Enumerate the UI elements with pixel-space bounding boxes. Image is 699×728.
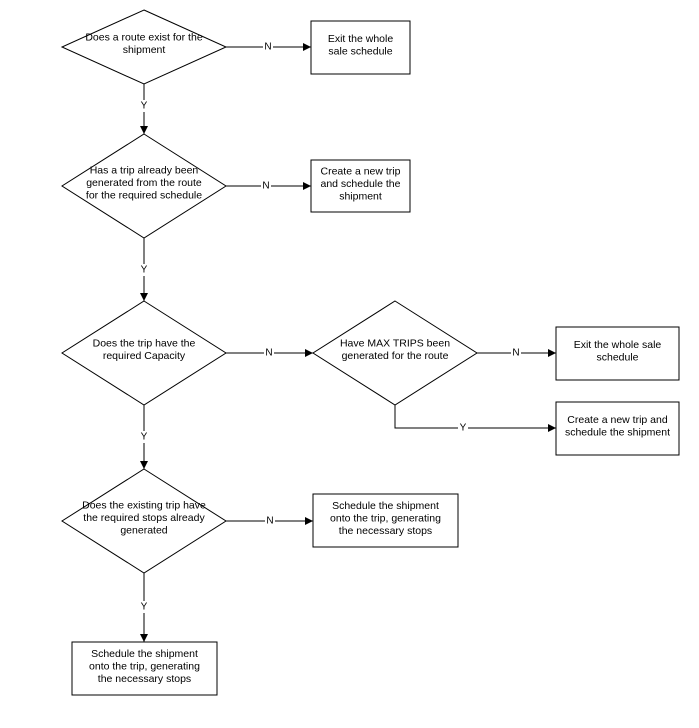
process-text-line: onto the trip, generating [330,512,441,524]
connector-route-to-exit1: N [226,41,311,53]
process-box [310,159,411,213]
edge-label: N [512,348,519,359]
edge-label-background [264,347,274,359]
edge-label: Y [141,602,148,613]
process-text-line: shipment [339,190,382,202]
process-box [71,641,218,696]
edge-label-background [265,515,275,527]
decision-diamond [61,300,227,406]
edge-label: Y [141,265,148,276]
edge-label-background [263,41,273,53]
edge-label: N [262,181,269,192]
decision-diamond [60,9,228,85]
decision-text-line: the required stops already [83,512,205,524]
edge-label-background [458,422,468,434]
edge-label: Y [460,423,467,434]
process-box [310,20,411,75]
decision-text-line: generated for the route [342,350,449,362]
process-text-line: Exit the whole sale [574,339,662,351]
edge-label: N [264,42,271,53]
connector-capacity-to-stops: Y [139,405,149,469]
edge-label-background [139,431,149,443]
decision-text-line: Have MAX TRIPS been [340,338,450,350]
decision-text-line: for the required schedule [86,189,202,201]
connector-maxtrips-to-newtrip2: Y [394,405,556,434]
connector-trip-to-capacity: Y [139,238,149,301]
decision-text-line: shipment [123,44,166,56]
connector-route-to-trip: Y [139,84,149,134]
edge-label: N [265,348,272,359]
connectors: N Y N Y N N Y Y N Y [139,41,556,642]
process-text-line: the necessary stops [339,525,432,537]
process-text-line: Create a new trip [321,165,401,177]
decision-diamond [61,468,227,574]
process-text-line: schedule [596,352,638,364]
process-text-line: sale schedule [328,46,392,58]
connector-stops-to-sched1: N [226,515,313,527]
process-box [555,326,680,381]
edge-label-background [139,100,149,112]
decision-text-line: Does a route exist for the [85,32,202,44]
decision-text-line: generated from the route [86,177,202,189]
edge-label-background [139,601,149,613]
edge-label-background [511,347,521,359]
edge-label-background [139,264,149,276]
edge-label: Y [141,101,148,112]
process-text-line: Exit the whole [328,33,394,45]
process-box [555,401,680,456]
process-text-line: and schedule the [321,178,401,190]
arrow-line [394,405,556,432]
decision-diamond [312,300,478,406]
decision-text-line: required Capacity [103,350,186,362]
process-box [312,493,459,548]
process-text-line: schedule the shipment [565,427,670,439]
decision-text-line: generated [120,524,167,536]
decision-text-line: Has a trip already been [90,164,199,176]
process-text-line: onto the trip, generating [89,660,200,672]
connector-stops-to-sched2: Y [139,573,149,642]
process-text-line: Create a new trip and [567,414,668,426]
connector-maxtrips-to-exit2: N [477,347,556,359]
process-text-line: Schedule the shipment [91,648,198,660]
edge-label: N [266,516,273,527]
edge-label: Y [141,432,148,443]
connector-capacity-to-maxtrips: N [226,347,313,359]
decision-diamond [61,133,227,239]
decision-text-line: Does the trip have the [93,338,196,350]
decision-text-line: Does the existing trip have [82,499,206,511]
connector-trip-to-newtrip1: N [226,180,311,192]
edge-label-background [261,180,271,192]
process-text-line: the necessary stops [98,673,191,685]
process-text-line: Schedule the shipment [332,500,439,512]
